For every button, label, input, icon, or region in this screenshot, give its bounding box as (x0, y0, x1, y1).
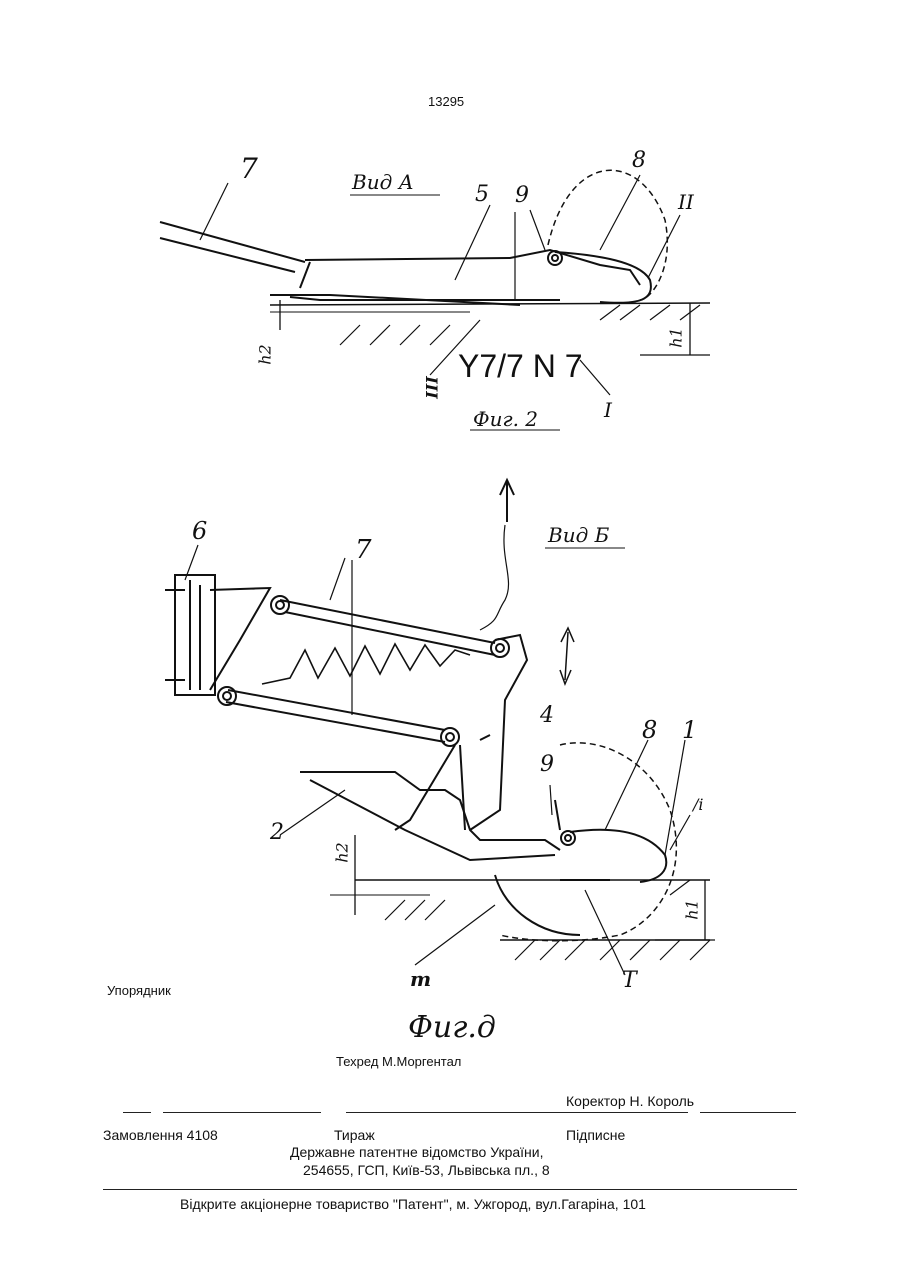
divider (103, 1189, 797, 1190)
compiler-label: Упорядник (107, 983, 171, 998)
divider (163, 1112, 321, 1113)
figure-3-caption: Фиг.д (408, 1010, 496, 1045)
tech-editor: Техред М.Моргентал (336, 1054, 461, 1069)
figure-3-label-li: /i (693, 795, 704, 814)
divider (346, 1112, 688, 1113)
office-line-2: 254655, ГСП, Київ-53, Львівська пл., 8 (303, 1162, 550, 1178)
figure-3-label-6: 6 (192, 517, 207, 545)
figure-3-label-8: 8 (642, 716, 657, 744)
figure-3-label-4: 4 (540, 703, 554, 728)
divider (123, 1112, 151, 1113)
figure-3-label-7: 7 (355, 535, 372, 565)
office-line-1: Державне патентне відомство України, (290, 1144, 544, 1160)
figure-3-view-label: Вид Б (548, 523, 609, 547)
figure-3-label-T: T (622, 968, 637, 993)
figure-3-label-m: m (410, 967, 431, 991)
circulation: Тираж (334, 1127, 375, 1143)
printer-line: Відкрите акціонерне товариство "Патент",… (180, 1196, 646, 1212)
figure-3-label-h2: h2 (333, 842, 352, 862)
corrector: Коректор Н. Король (566, 1093, 694, 1109)
figure-3-drawing (0, 0, 900, 1010)
figure-3-label-1: 1 (682, 716, 697, 744)
figure-3-label-h1: h1 (683, 899, 702, 919)
figure-3-label-2: 2 (270, 820, 284, 845)
divider (700, 1112, 796, 1113)
figure-3-label-9: 9 (540, 752, 554, 777)
order-number: Замовлення 4108 (103, 1127, 218, 1143)
signed-label: Підписне (566, 1127, 625, 1143)
